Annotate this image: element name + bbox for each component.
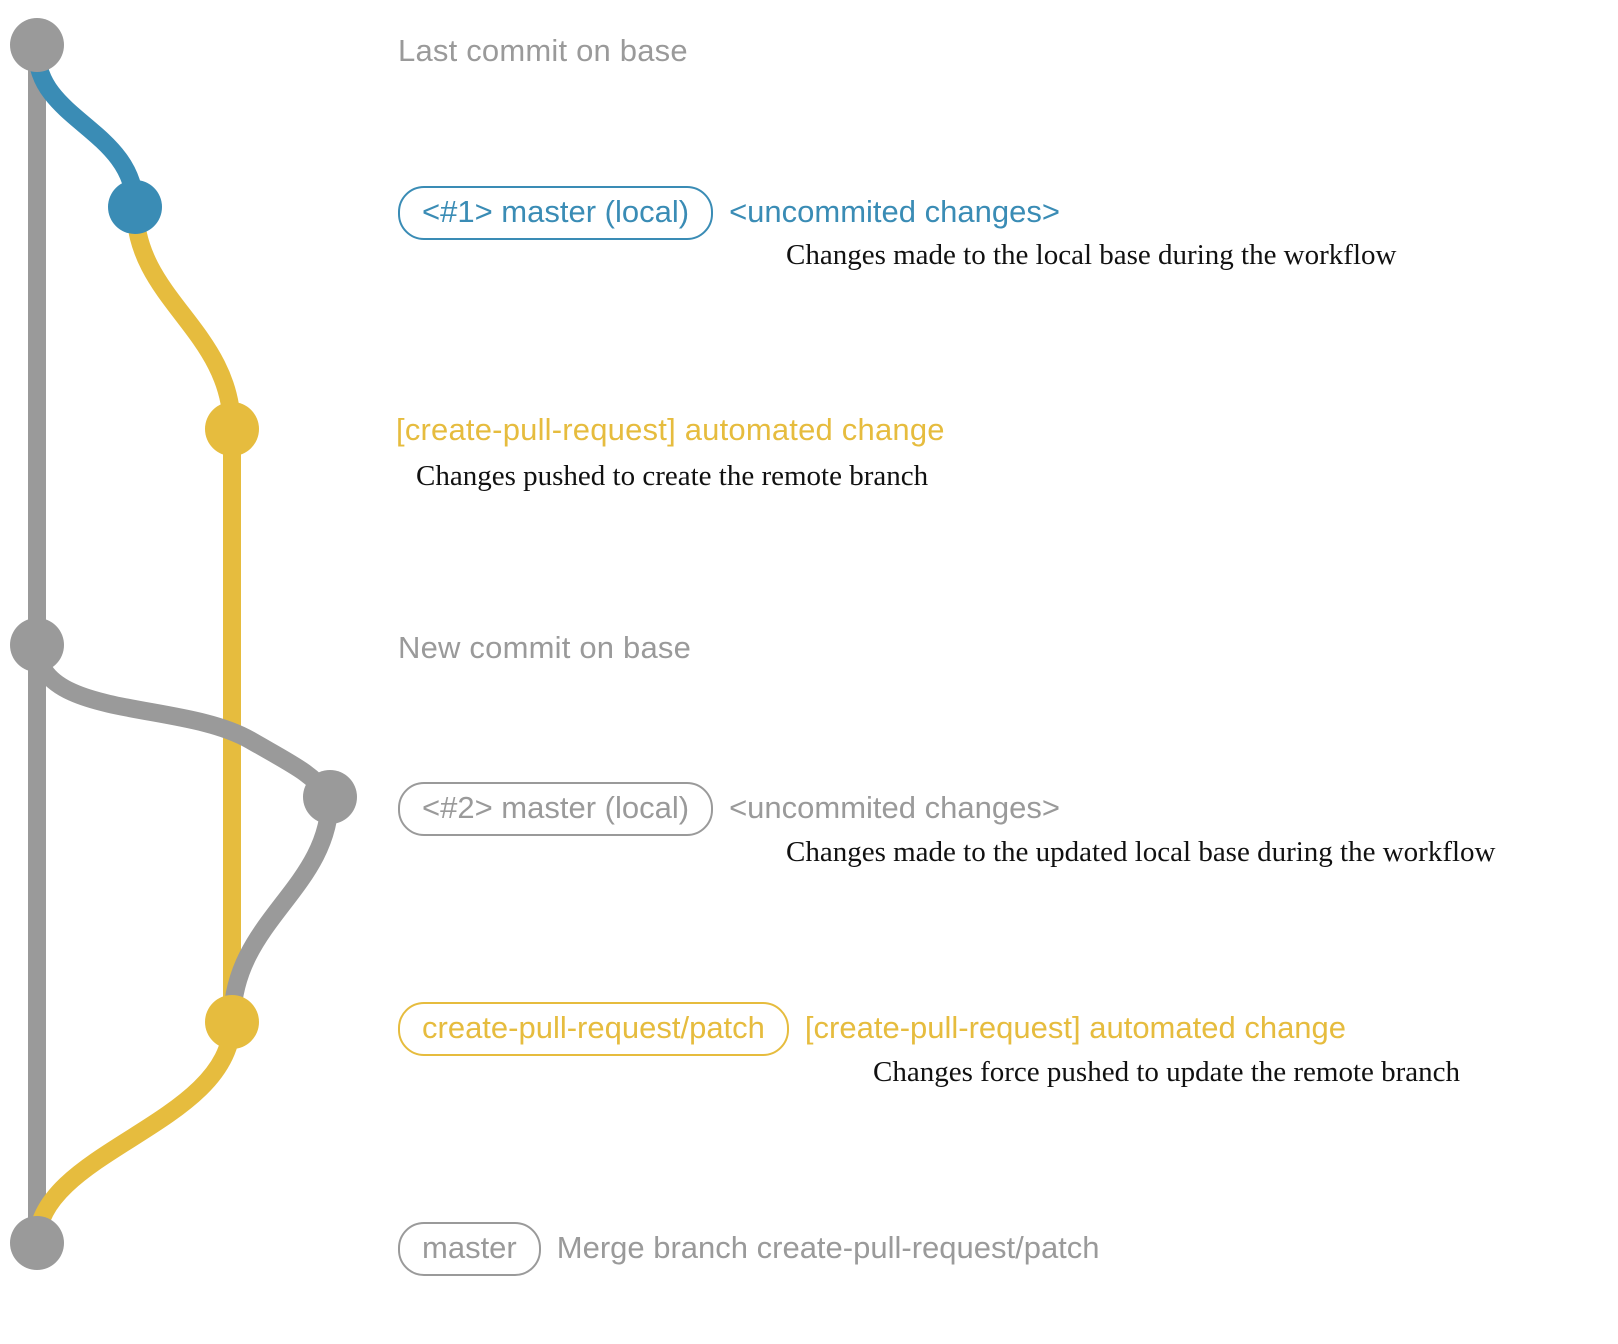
- edge-base2-to-local2: [28, 636, 339, 806]
- row-automated-change-1: [create-pull-request] automated change: [396, 412, 945, 448]
- node-local-master-1: [108, 180, 162, 234]
- row-merge-master: master Merge branch create-pull-request/…: [398, 1222, 1100, 1276]
- row-last-commit-on-base: Last commit on base: [398, 33, 688, 69]
- branch-pill-create-pull-request-patch[interactable]: create-pull-request/patch: [398, 1002, 789, 1056]
- row-local-master-1: <#1> master (local) <uncommited changes>: [398, 186, 1060, 240]
- node-patch-commit-1: [205, 402, 259, 456]
- row-new-commit-on-base: New commit on base: [398, 630, 691, 666]
- branch-pill-local-master-1[interactable]: <#1> master (local): [398, 186, 714, 240]
- commit-note-uncommitted-changes-1: <uncommited changes>: [729, 194, 1060, 229]
- edge-local2-to-patch2: [223, 788, 339, 1031]
- row-automated-change-2: create-pull-request/patch [create-pull-r…: [398, 1002, 1346, 1056]
- description-local-master-2: Changes made to the updated local base d…: [786, 836, 1496, 868]
- commit-note-merge-branch: Merge branch create-pull-request/patch: [556, 1230, 1100, 1265]
- description-local-master-1: Changes made to the local base during th…: [786, 239, 1397, 271]
- node-local-master-2: [303, 770, 357, 824]
- commit-caption-new-commit-on-base: New commit on base: [398, 630, 692, 665]
- commit-note-automated-change-2: [create-pull-request] automated change: [804, 1010, 1347, 1045]
- branch-pill-local-master-2[interactable]: <#2> master (local): [398, 782, 714, 836]
- node-base-new-commit: [10, 618, 64, 672]
- node-merge-commit: [10, 1216, 64, 1270]
- commit-note-uncommitted-changes-2: <uncommited changes>: [729, 790, 1060, 825]
- description-automated-change-2: Changes force pushed to update the remot…: [873, 1056, 1461, 1088]
- commit-caption-last-commit-on-base: Last commit on base: [398, 33, 688, 68]
- row-local-master-2: <#2> master (local) <uncommited changes>: [398, 782, 1060, 836]
- edge-local1-to-patch1: [126, 198, 241, 438]
- commit-caption-automated-change-1: [create-pull-request] automated change: [396, 412, 945, 447]
- edge-patch2-to-merge: [28, 1013, 241, 1252]
- branch-pill-master[interactable]: master: [398, 1222, 541, 1276]
- node-patch-commit-2: [205, 995, 259, 1049]
- description-automated-change-1: Changes pushed to create the remote bran…: [416, 460, 929, 492]
- node-base-head: [10, 18, 64, 72]
